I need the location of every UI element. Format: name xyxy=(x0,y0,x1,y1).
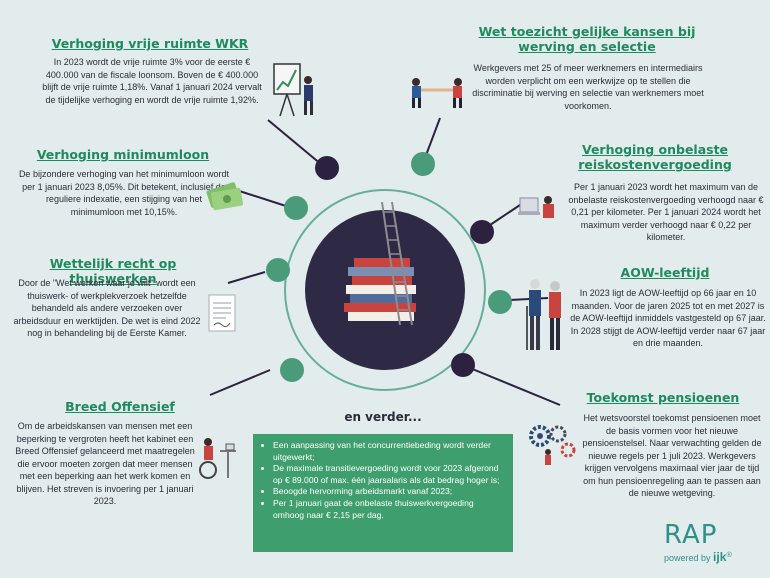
connector-reiskosten xyxy=(489,204,521,226)
connector-pensioen xyxy=(469,367,561,406)
pensioen-body: Het wetsvoorstel toekomst pensioenen moe… xyxy=(582,413,762,498)
presentation-chart-icon xyxy=(273,63,313,117)
rap-logo: RAP powered by ijk® xyxy=(664,520,768,564)
verder-item: Beoogde hervorming arbeidsmarkt vanaf 20… xyxy=(273,486,505,498)
reiskosten-title-line2: reiskostenvergoeding xyxy=(578,157,732,172)
books-ladder-icon xyxy=(344,201,416,326)
node-wkr xyxy=(315,156,339,180)
gears-people-icon xyxy=(529,425,576,465)
document-icon xyxy=(208,294,236,332)
outer-ring xyxy=(284,189,486,391)
connector-toezicht xyxy=(424,117,441,159)
wkr-body: In 2023 wordt de vrije ruimte 3% voor de… xyxy=(42,57,262,105)
wkr-title: Verhoging vrije ruimte WKR xyxy=(51,36,249,51)
verder-list: Een aanpassing van het concurrentiebedin… xyxy=(261,440,505,521)
logo-name: RAP xyxy=(664,520,718,550)
logo-brand: ijk xyxy=(713,550,727,564)
minimumloon-body: De bijzondere verhoging van het minimuml… xyxy=(18,169,230,217)
pensioen-title: Toekomst pensioenen xyxy=(586,390,740,405)
verder-item: Een aanpassing van het concurrentiebedin… xyxy=(273,440,505,463)
node-thuiswerken xyxy=(266,258,290,282)
laptop-worker-icon xyxy=(518,196,554,218)
thuiswerken-title: Wettelijk recht op thuiswerken xyxy=(49,256,177,286)
handshake-icon xyxy=(412,78,462,108)
node-minimumloon xyxy=(284,196,308,220)
money-bills-icon xyxy=(206,182,244,211)
reiskosten-body: Per 1 januari 2023 wordt het maximum van… xyxy=(568,182,764,242)
minimumloon-title: Verhoging minimumloon xyxy=(36,147,210,162)
verder-title: en verder... xyxy=(344,410,422,424)
logo-powered: powered by ijk® xyxy=(664,550,768,564)
aow-body: In 2023 ligt de AOW-leeftijd op 66 jaar … xyxy=(570,288,766,348)
node-aow xyxy=(488,290,512,314)
offensief-body: Om de arbeidskansen van mensen met een b… xyxy=(15,421,195,506)
node-pensioen xyxy=(451,353,475,377)
verder-item: Per 1 januari gaat de onbelaste thuiswer… xyxy=(273,498,505,521)
verder-box: Een aanpassing van het concurrentiebedin… xyxy=(253,434,513,552)
connector-offensief xyxy=(209,369,271,396)
verder-item: De maximale transitievergoeding wordt vo… xyxy=(273,463,505,486)
logo-registered: ® xyxy=(726,550,732,559)
node-reiskosten xyxy=(470,220,494,244)
toezicht-title-line2: werving en selectie xyxy=(518,39,656,54)
connector-thuiswerken xyxy=(227,271,266,284)
node-offensief xyxy=(280,358,304,382)
wheelchair-worker-icon xyxy=(199,438,236,479)
thuiswerken-body: Door de "Wet werken waar je wilt" wordt … xyxy=(13,278,201,338)
offensief-title: Breed Offensief xyxy=(65,399,175,414)
toezicht-title: Wet toezicht gelijke kansen bij werving … xyxy=(468,24,706,54)
connector-wkr xyxy=(267,119,323,166)
reiskosten-title-line1: Verhoging onbelaste xyxy=(581,142,729,157)
toezicht-body: Werkgevers met 25 of meer werknemers en … xyxy=(472,63,704,111)
reiskosten-title: Verhoging onbelaste reiskostenvergoeding xyxy=(560,142,750,172)
node-toezicht xyxy=(411,152,435,176)
elderly-couple-icon xyxy=(526,279,561,350)
aow-title: AOW-leeftijd xyxy=(620,265,710,280)
logo-powered-by: powered by xyxy=(664,553,711,563)
toezicht-title-line1: Wet toezicht gelijke kansen bij xyxy=(478,24,696,39)
